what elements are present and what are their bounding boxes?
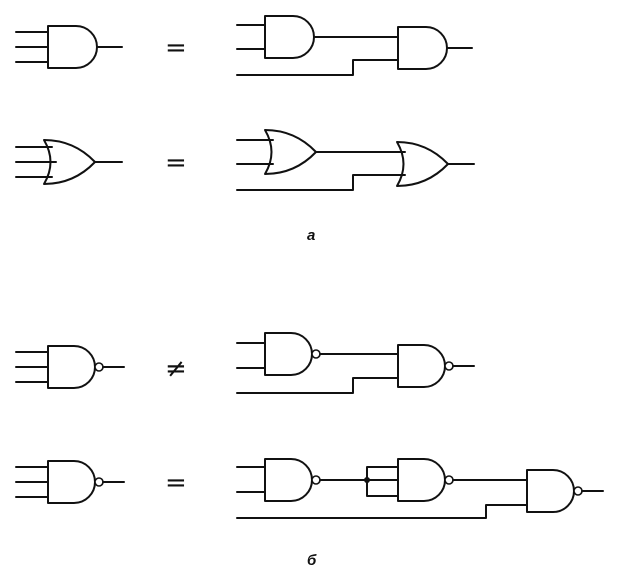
- and-single-3-input: [15, 25, 123, 69]
- or-cascade: [236, 129, 475, 191]
- and-relation-symbol: =: [165, 33, 187, 63]
- nand-inputs: [15, 351, 49, 383]
- or-third-input-wire: [236, 174, 406, 191]
- and-third-input-wire: [236, 59, 399, 76]
- caption-part-b: б: [307, 552, 317, 569]
- nand-second-bubble: [444, 361, 454, 371]
- and-cascade-inputs: [236, 24, 266, 50]
- and-gate: [47, 25, 98, 69]
- nand-chain-first-bubble: [311, 475, 321, 485]
- junction-dot: [364, 477, 370, 483]
- nand-cascade: [236, 332, 475, 394]
- and-cascade: [236, 15, 473, 76]
- nand-relation-symbol: ≠: [165, 354, 187, 384]
- and-inputs: [15, 31, 49, 63]
- nand-cascade-inputs: [236, 342, 266, 369]
- or-gate-first: [264, 129, 317, 175]
- or-inputs: [15, 146, 57, 178]
- or-single-3-input: [15, 139, 123, 185]
- nand-chain-gate-third: [526, 469, 575, 513]
- nand-gate-second: [397, 344, 446, 388]
- nand-third-input-wire: [236, 377, 399, 394]
- or-relation-symbol: =: [165, 148, 187, 178]
- nand-inversion-bubble: [94, 362, 104, 372]
- nand-chain-inputs: [236, 466, 266, 493]
- nand-chain-gate-first: [264, 458, 313, 502]
- nand-chain-gate-second: [397, 458, 446, 502]
- nand2-inversion-bubble: [94, 477, 104, 487]
- nand-chain-second-bubble: [444, 475, 454, 485]
- nand2-gate: [47, 460, 96, 504]
- nand2-inputs: [15, 466, 49, 498]
- nand-gate-first: [264, 332, 313, 376]
- nand2-single-3-input: [15, 460, 125, 504]
- nand-chain-third-bubble: [573, 486, 583, 496]
- and-gate-second: [397, 26, 448, 70]
- nand-chain-third-input-wire: [236, 504, 528, 519]
- nand-first-bubble: [311, 349, 321, 359]
- nand-chain: [236, 458, 604, 519]
- nand-chain-tied-inputs: [366, 466, 399, 497]
- or-gate: [43, 139, 96, 185]
- nand-gate: [47, 345, 96, 389]
- or-cascade-inputs: [236, 139, 274, 165]
- and-gate-first: [264, 15, 315, 59]
- or-gate-second: [396, 141, 449, 187]
- caption-part-a: а: [307, 227, 315, 244]
- nand-single-3-input: [15, 345, 125, 389]
- nand-chain-relation-symbol: =: [165, 468, 187, 498]
